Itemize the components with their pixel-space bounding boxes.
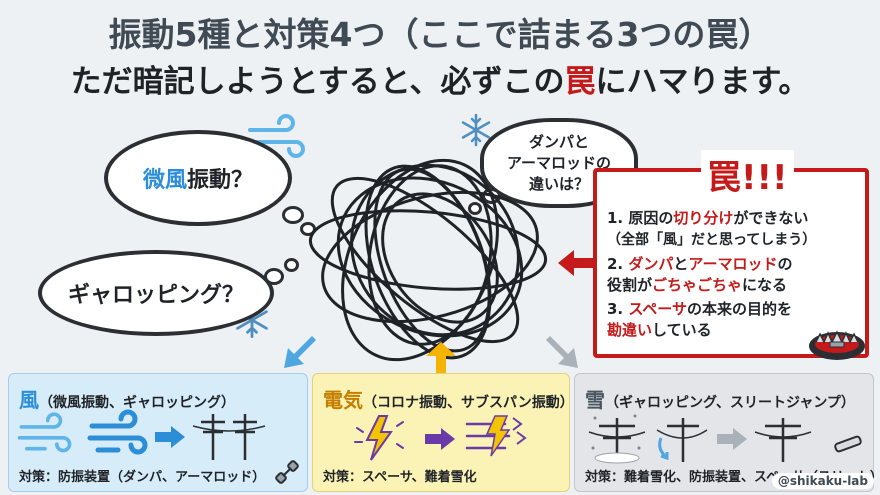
trap-item-1-note: （全部「風」だと思ってしまう） — [607, 232, 817, 248]
bubble-tail-dot — [282, 206, 304, 224]
panel-wind-countermeasure: 対策：防振装置（ダンパ、アーマロッド） — [19, 470, 266, 485]
wind-icon — [17, 412, 72, 453]
arrow-down-left-icon — [284, 336, 316, 368]
bubble-damper-line1: ダンパと — [528, 132, 589, 151]
subtitle-suffix: にハマります。 — [595, 64, 810, 100]
subtitle-prefix: ただ暗記しようとすると、必ずこの — [70, 64, 565, 100]
panel-electricity-detail: （コロナ振動、サブスパン振動） — [363, 395, 574, 411]
strong-wind-icon — [87, 409, 148, 455]
subtitle-trap-word: 罠 — [564, 64, 596, 100]
trap-item-2-text: の — [777, 255, 793, 273]
subtitle: ただ暗記しようとすると、必ずこの罠にハマります。 — [0, 56, 880, 101]
falling-tower-icon — [656, 418, 708, 462]
panel-wind: 風（微風振動、ギャロッピング） 対策：防振装置（ダンパ、アーマロッド） — [8, 373, 308, 492]
arrow-right-icon — [717, 428, 747, 450]
trap-item-3-highlight: 勘違い — [607, 321, 653, 339]
lightning-icon — [354, 415, 404, 461]
trap-panel: 罠!!! 1. 原因の切り分けができない （全部「風」だと思ってしまう） 2. … — [593, 150, 869, 358]
bubble-damper-line2: アーマロッドの — [506, 153, 612, 172]
trap-item-2-text: になる — [742, 276, 788, 294]
trap-item-2-highlight: ダンパ — [628, 255, 674, 273]
snowy-tower-icon — [588, 414, 646, 464]
trap-item-2-highlight: ごちゃごちゃ — [652, 276, 743, 294]
panel-electricity-title: 電気（コロナ振動、サブスパン振動） — [323, 384, 574, 413]
thought-bubble-aeolian: 微風振動？ — [104, 130, 292, 226]
bubble-damper-line3: 違いは？ — [528, 174, 589, 193]
spacer-tool-icon — [834, 435, 862, 453]
bubble-galloping-text: ギャロッピ — [67, 283, 178, 308]
trap-item-2: 2. ダンパとアーマロッドの 役割がごちゃごちゃになる — [607, 254, 857, 296]
trap-item-3-text: 3. — [607, 300, 629, 318]
bubble-tail-dot — [468, 202, 482, 215]
trap-title: 罠!!! — [701, 150, 794, 199]
panel-electricity-countermeasure: 対策：スペーサ、難着雪化 — [323, 470, 477, 485]
trap-item-2-highlight: アーマロッド — [688, 255, 778, 273]
trap-item-3-text: している — [652, 321, 712, 339]
damper-tool-icon — [275, 460, 299, 484]
panel-wind-detail: （微風振動、ギャロッピング） — [39, 395, 235, 411]
power-tower-icon — [754, 418, 812, 462]
trap-item-1-highlight: 切り分け — [673, 209, 734, 227]
arrow-right-icon — [425, 428, 455, 450]
panel-electricity-label: 電気 — [323, 388, 363, 412]
trap-item-3-highlight: スペーサ — [628, 300, 688, 318]
panel-snow-title: 雪（ギャロッピング、スリートジャンプ） — [585, 384, 855, 413]
main-title: 振動5種と対策4つ（ここで詰まる3つの罠） — [108, 15, 772, 54]
credit-label: @shikaku-lab — [771, 473, 874, 489]
bubble-galloping-end: ング？ — [178, 283, 245, 308]
arrow-right-icon — [155, 426, 185, 448]
thought-bubble-galloping: ギャロッピング？ — [38, 250, 274, 336]
trap-list: 1. 原因の切り分けができない （全部「風」だと思ってしまう） 2. ダンパとア… — [607, 208, 857, 344]
tangled-lines-scribble — [308, 158, 548, 362]
arrow-left-icon — [558, 250, 600, 276]
bubble-aeolian-highlight: 微風 — [142, 168, 187, 193]
bubble-tail-dot — [284, 258, 299, 272]
trap-item-3: 3. スペーサの本来の目的を 勘違いしている — [607, 299, 857, 341]
trap-item-1-text: 1. 原因の — [607, 209, 674, 227]
trap-item-2-text: 2. — [607, 255, 629, 273]
trap-item-3-text: の本来の目的を — [687, 300, 793, 318]
bear-trap-icon — [809, 330, 865, 360]
panel-snow-label: 雪 — [585, 388, 605, 412]
trap-item-2-text: と — [673, 255, 689, 273]
bubble-tail-dot — [264, 268, 284, 285]
bubble-aeolian-text: 振動？ — [187, 168, 254, 193]
arrow-down-right-icon — [546, 336, 578, 368]
trap-item-1: 1. 原因の切り分けができない （全部「風」だと思ってしまう） — [607, 208, 857, 251]
panel-wind-label: 風 — [19, 388, 39, 412]
panel-snow-detail: （ギャロッピング、スリートジャンプ） — [605, 395, 855, 411]
electric-lines-icon — [465, 415, 527, 457]
trap-item-1-text: ができない — [733, 209, 809, 227]
arrow-up-icon — [426, 342, 456, 374]
power-tower-icon — [192, 414, 266, 460]
trap-item-2-text: 役割が — [607, 276, 653, 294]
panel-electricity: 電気（コロナ振動、サブスパン振動） 対策：スペーサ、難着雪化 — [312, 373, 574, 492]
snowflake-icon — [461, 113, 491, 147]
panel-wind-title: 風（微風振動、ギャロッピング） — [19, 384, 235, 413]
